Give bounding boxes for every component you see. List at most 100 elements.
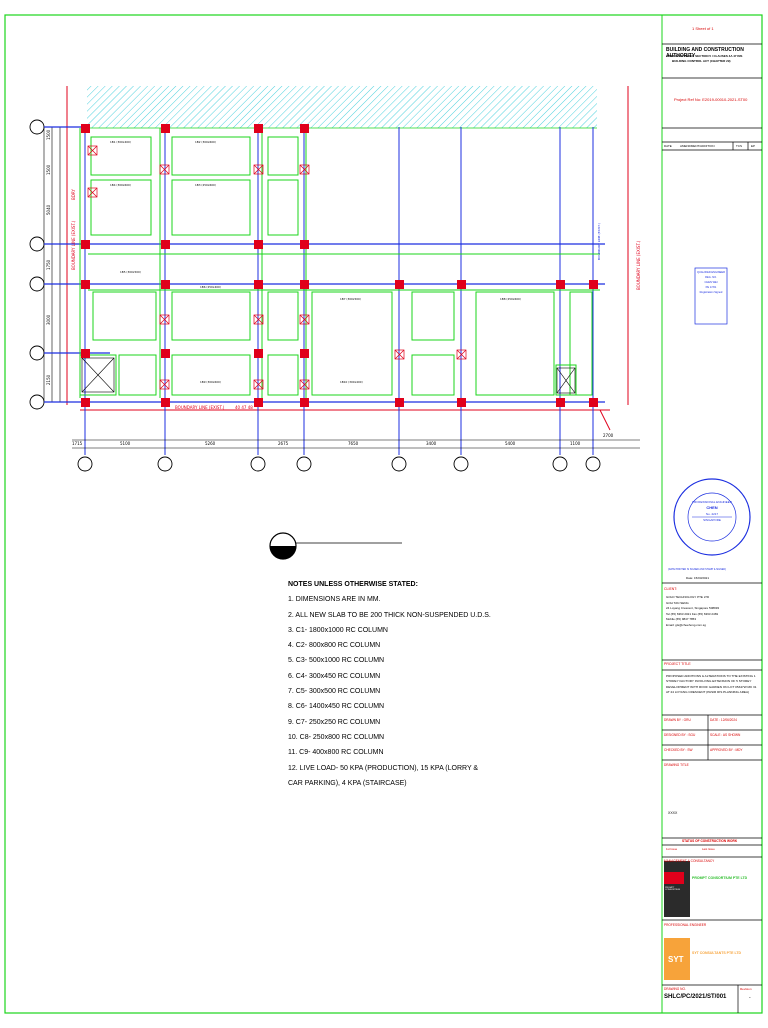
mc-logo-box: [664, 861, 690, 917]
opening-marker-cross: [299, 379, 310, 390]
mc-heading: MANAGEMENT & CONSULTANCY: [664, 859, 715, 863]
authority-title: BUILDING AND CONSTRUCTION AUTHORITY: [666, 47, 744, 59]
pe-seal: [673, 478, 751, 556]
column-marker: [457, 398, 466, 407]
dim-label: 1500: [46, 164, 51, 175]
note-item: CAR PARKING), 4 KPA (STAIRCASE): [288, 779, 407, 787]
opening-marker-cross: [253, 164, 264, 175]
revision-value: -: [749, 995, 751, 1001]
column-marker: [300, 398, 309, 407]
dim-label: 5100: [120, 441, 131, 446]
column-marker: [589, 280, 598, 289]
column-marker: [556, 398, 565, 407]
column-marker: [457, 280, 466, 289]
note-item: 7. C5- 300x500 RC COLUMN: [288, 688, 381, 696]
beam-outlines: [79, 128, 600, 398]
column-marker: [254, 124, 263, 133]
column-marker: [81, 124, 90, 133]
bottom-dimensions: 1715 5100 5260 2675 7650 3400 5400 1100 …: [72, 433, 614, 446]
client-heading: CLIENT:: [664, 587, 678, 591]
opening-marker: [159, 379, 170, 390]
authority-line2: APPROVED UNDER SECTION 5 / CLAUSES 4A 47…: [666, 54, 743, 58]
pe-company: SYT CONSULTANTS PTE LTD: [692, 951, 741, 955]
qp-stamp-text: QUALIFIED ENGINEER REG. NO. CHEN WEI PE …: [697, 271, 725, 294]
opening-marker: [253, 314, 264, 325]
beam-label: 1B3 (250x600): [195, 183, 216, 187]
opening-marker: [253, 379, 264, 390]
beam-label: 1B10 (300x400): [340, 380, 363, 384]
column-marker: [395, 280, 404, 289]
drawing-title-body: XXXX: [668, 811, 678, 815]
opening-marker-cross: [87, 145, 98, 156]
dim-label: 1750: [46, 259, 51, 270]
beam-label: 1B2 (300x600): [195, 140, 216, 144]
column-marker: [300, 240, 309, 249]
column-marker: [254, 349, 263, 358]
status-first: 1st Issue: [666, 847, 678, 851]
boundary-label: BOUNDARY LINE (EXIST.): [175, 405, 225, 410]
column-marker: [300, 349, 309, 358]
columns: [81, 124, 598, 407]
pe-seal-caption: (DATE PRINTED IS SIGNED AND STAMP & SIGN…: [668, 568, 727, 571]
dim-label: 1500: [46, 129, 51, 140]
column-marker: [395, 398, 404, 407]
general-notes: NOTES UNLESS OTHERWISE STATED: 1. DIMENS…: [288, 577, 491, 791]
dim-label: 2150: [46, 374, 51, 385]
beam-label: 1B8 (250x600): [500, 297, 521, 301]
project-ref: Project Ref No: E2019-00010-2021-ST00: [674, 97, 748, 102]
opening-marker-cross: [159, 164, 170, 175]
grid-bubbles-left: [29, 119, 45, 410]
beam-label: 1B6 (250x400): [200, 285, 221, 289]
boundary-annotations: BOUNDARY LINE (EXIST.) BOUNDARY LINE (EX…: [71, 189, 641, 410]
rev-ep-header: EP: [751, 144, 756, 148]
boundary-label: BOUNDARY LINE (EXIST.): [71, 220, 76, 270]
opening-marker: [299, 314, 310, 325]
column-marker: [254, 280, 263, 289]
opening-marker-cross: [299, 164, 310, 175]
syt-logo-box: [664, 938, 690, 980]
drawing-no-heading: DRAWING NO.: [664, 987, 686, 991]
column-marker: [161, 398, 170, 407]
note-item: 6. C4- 300x450 RC COLUMN: [288, 672, 381, 680]
boundary-label: 40 47 48: [235, 405, 253, 410]
title-block-lines: [662, 43, 762, 1013]
opening-marker: [253, 164, 264, 175]
boundary-lines: [66, 86, 629, 431]
approved-by: APPROVED BY : MDY: [710, 748, 743, 752]
dim-label: 5260: [205, 441, 216, 446]
north-symbol: [269, 532, 402, 560]
opening-marker-cross: [394, 349, 405, 360]
rev-amendment-header: AMENDMENT/ADDITION: [680, 144, 715, 148]
column-marker: [161, 124, 170, 133]
revision-label: Revision: [740, 987, 752, 991]
opening-marker: [394, 349, 405, 360]
note-item: 8. C6- 1400x450 RC COLUMN: [288, 703, 385, 711]
note-item: 9. C7- 250x250 RC COLUMN: [288, 718, 381, 726]
pe-heading: PROFESSIONAL ENGINEER: [664, 923, 707, 927]
opening-marker-cross: [159, 314, 170, 325]
column-marker: [161, 240, 170, 249]
note-item: 11. C9- 400x800 RC COLUMN: [288, 749, 384, 757]
opening-marker: [87, 187, 98, 198]
column-marker: [81, 240, 90, 249]
beam-label: 1B4 (300x600): [110, 183, 131, 187]
project-title-heading: PROJECT TITLE: [664, 662, 691, 666]
opening-marker-cross: [299, 314, 310, 325]
column-marker: [161, 280, 170, 289]
opening-marker-cross: [456, 349, 467, 360]
beam-label: 1B5 (300x500): [120, 270, 141, 274]
title-block: 1 Sheet of 1 BUILDING AND CONSTRUCTION A…: [662, 15, 762, 1013]
opening-marker: [87, 145, 98, 156]
beam-label: 1B7 (300x500): [340, 297, 361, 301]
beam-label: 1B1 (300x400): [110, 140, 131, 144]
column-marker: [81, 349, 90, 358]
beam-label-group: 1B1 (300x400) 1B2 (300x600) 1B3 (250x600…: [110, 140, 521, 384]
dim-label: 1100: [570, 441, 581, 446]
sheet-count: 1 Sheet of 1: [692, 26, 714, 31]
opening-marker: [299, 164, 310, 175]
drawing-no-value: SHLC/PC/2021/ST/001: [664, 994, 727, 1000]
pe-seal-date: Date: 15/03/2021: [686, 576, 710, 580]
boundary-label: BOUNDARY LINE (EXIST.): [636, 240, 641, 290]
